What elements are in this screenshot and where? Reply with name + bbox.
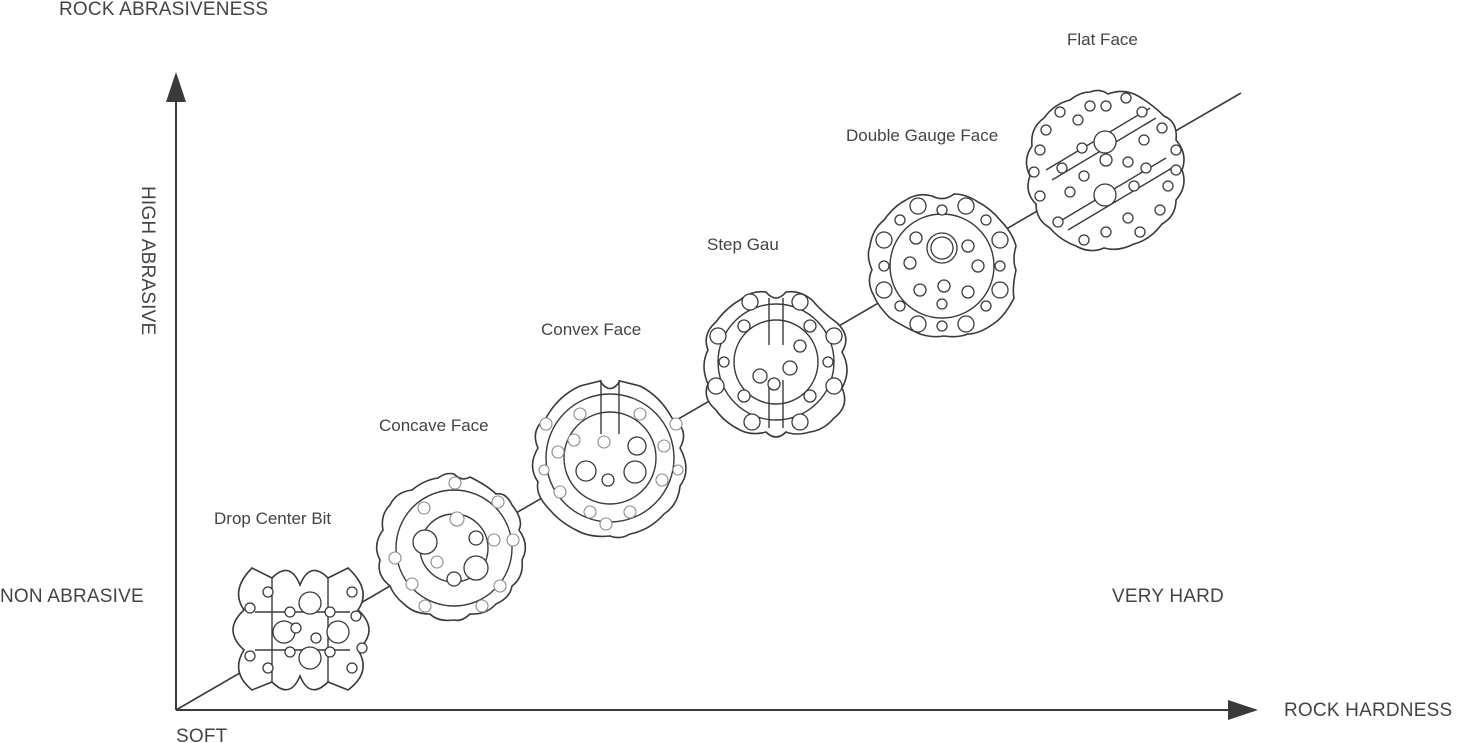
drop-center-bit-icon — [232, 567, 370, 691]
flat-face-bit-icon — [1025, 89, 1185, 252]
bit-label-concave-face: Concave Face — [379, 416, 489, 435]
y-axis-top-label: HIGH ABRASIVE — [137, 186, 158, 335]
diagram-title: ROCK ABRASIVENESS — [59, 0, 268, 20]
y-axis-bottom-label: NON ABRASIVE — [0, 586, 144, 607]
x-axis-start-label: SOFT — [176, 726, 228, 743]
bit-label-flat-face: Flat Face — [1067, 30, 1138, 49]
bit-label-drop-center: Drop Center Bit — [214, 509, 331, 528]
bit-label-convex-face: Convex Face — [541, 320, 641, 339]
y-axis-arrow — [166, 72, 186, 102]
step-gauge-bit-icon — [703, 290, 848, 438]
double-gauge-face-bit-icon — [867, 193, 1017, 338]
bit-label-double-gauge-face: Double Gauge Face — [846, 126, 998, 145]
bit-label-step-gauge: Step Gau — [707, 235, 779, 254]
x-axis-arrow — [1228, 700, 1258, 720]
convex-face-bit-icon — [531, 380, 687, 539]
x-axis-title: ROCK HARDNESS — [1284, 700, 1452, 721]
x-axis-end-label: VERY HARD — [1112, 586, 1224, 607]
concave-face-bit-icon — [375, 472, 527, 622]
